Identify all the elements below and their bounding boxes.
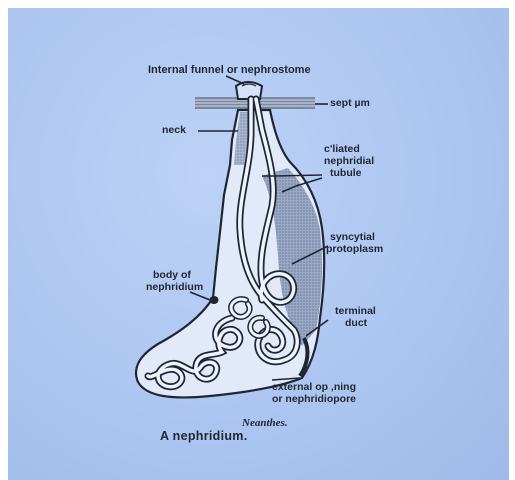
label-terminal-line2: duct [345, 318, 367, 329]
label-ciliated-line3: tubule [330, 168, 362, 179]
label-external-line1: external op ,ning [272, 382, 356, 393]
label-syncytial-line1: syncytial [330, 232, 375, 243]
label-septum: sept µm [330, 98, 370, 109]
label-body-line2: nephridium [146, 282, 203, 293]
label-ciliated-line2: nephridial [324, 156, 374, 167]
label-external-line2: or nephridiopore [272, 394, 356, 405]
label-syncytial-line2: protoplasm [326, 244, 383, 255]
figure-caption: A nephridium. [160, 430, 247, 443]
label-neck: neck [162, 125, 186, 136]
species-name: Neanthes. [242, 418, 288, 430]
body-of-nephridium-dot [210, 296, 219, 304]
label-terminal-line1: terminal [335, 306, 376, 317]
label-internal-funnel: Internal funnel or nephrostome [148, 65, 311, 77]
label-body-line1: body of [153, 270, 191, 281]
label-ciliated-line1: c'liated [324, 144, 360, 155]
